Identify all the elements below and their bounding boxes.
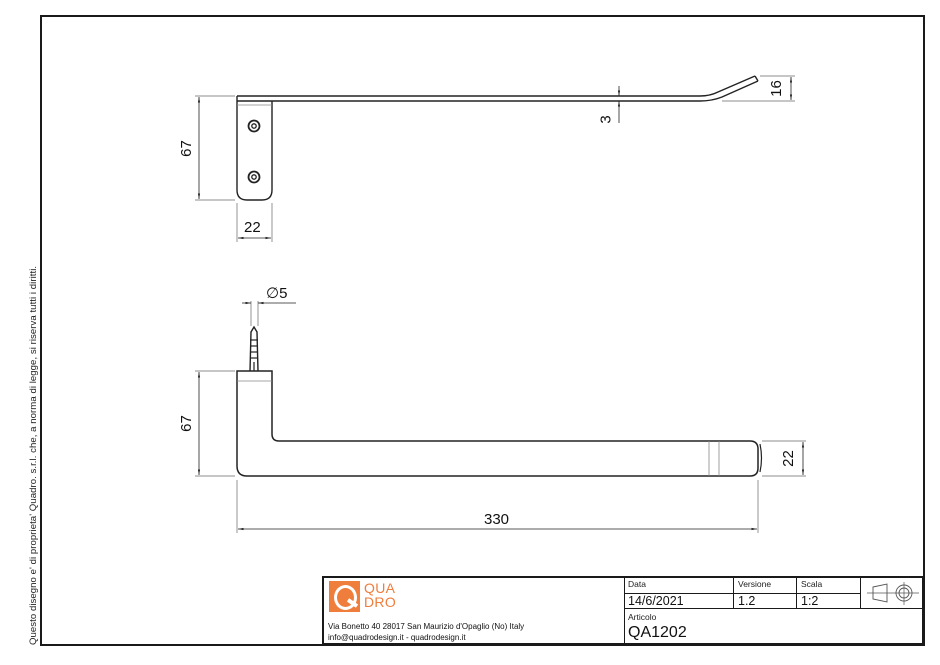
date-value: 14/6/2021	[628, 594, 684, 608]
copyright-note: Questo disegno e' di proprieta' Quadro. …	[28, 265, 39, 645]
company-address: Via Bonetto 40 28017 San Maurizio d'Opag…	[328, 622, 525, 631]
screw-hole-icon	[247, 119, 261, 133]
dimension-height-front: 67	[177, 415, 195, 432]
top-view	[195, 75, 795, 242]
screw-hole-icon	[247, 170, 261, 184]
company-info: QUA DRO Via Bonetto 40 28017 San Maurizi…	[324, 578, 625, 643]
dimension-height-top: 67	[177, 140, 195, 157]
company-contact: info@quadrodesign.it - quadrodesign.it	[328, 633, 466, 642]
first-angle-projection-icon	[867, 582, 919, 605]
title-block: QUA DRO Via Bonetto 40 28017 San Maurizi…	[322, 576, 924, 645]
projection-cell	[861, 578, 922, 609]
dimension-arm-height: 22	[779, 450, 797, 467]
company-logo: QUA DRO	[329, 581, 396, 612]
quadro-logo-icon	[329, 581, 360, 612]
scale-cell: Scala 1:2	[797, 578, 861, 609]
date-cell: Data 14/6/2021	[624, 578, 734, 609]
sheet-frame	[40, 15, 925, 646]
dimension-arm-length: 330	[484, 511, 510, 528]
front-view	[195, 301, 806, 533]
article-label: Articolo	[628, 612, 657, 622]
dimension-tip-rise: 16	[767, 80, 785, 97]
wall-plug-icon	[249, 325, 259, 372]
date-label: Data	[628, 579, 646, 589]
article-cell: Articolo QA1202	[624, 609, 922, 643]
version-label: Versione	[738, 579, 772, 589]
version-cell: Versione 1.2	[734, 578, 797, 609]
scale-label: Scala	[801, 579, 823, 589]
dimension-thickness: 3	[597, 115, 615, 124]
dimension-screw-diameter: ∅5	[266, 285, 288, 302]
article-value: QA1202	[628, 624, 687, 641]
logo-wordmark: QUA DRO	[364, 580, 397, 610]
version-value: 1.2	[738, 594, 756, 608]
dimension-plate-width: 22	[244, 219, 261, 236]
scale-value: 1:2	[801, 594, 819, 608]
